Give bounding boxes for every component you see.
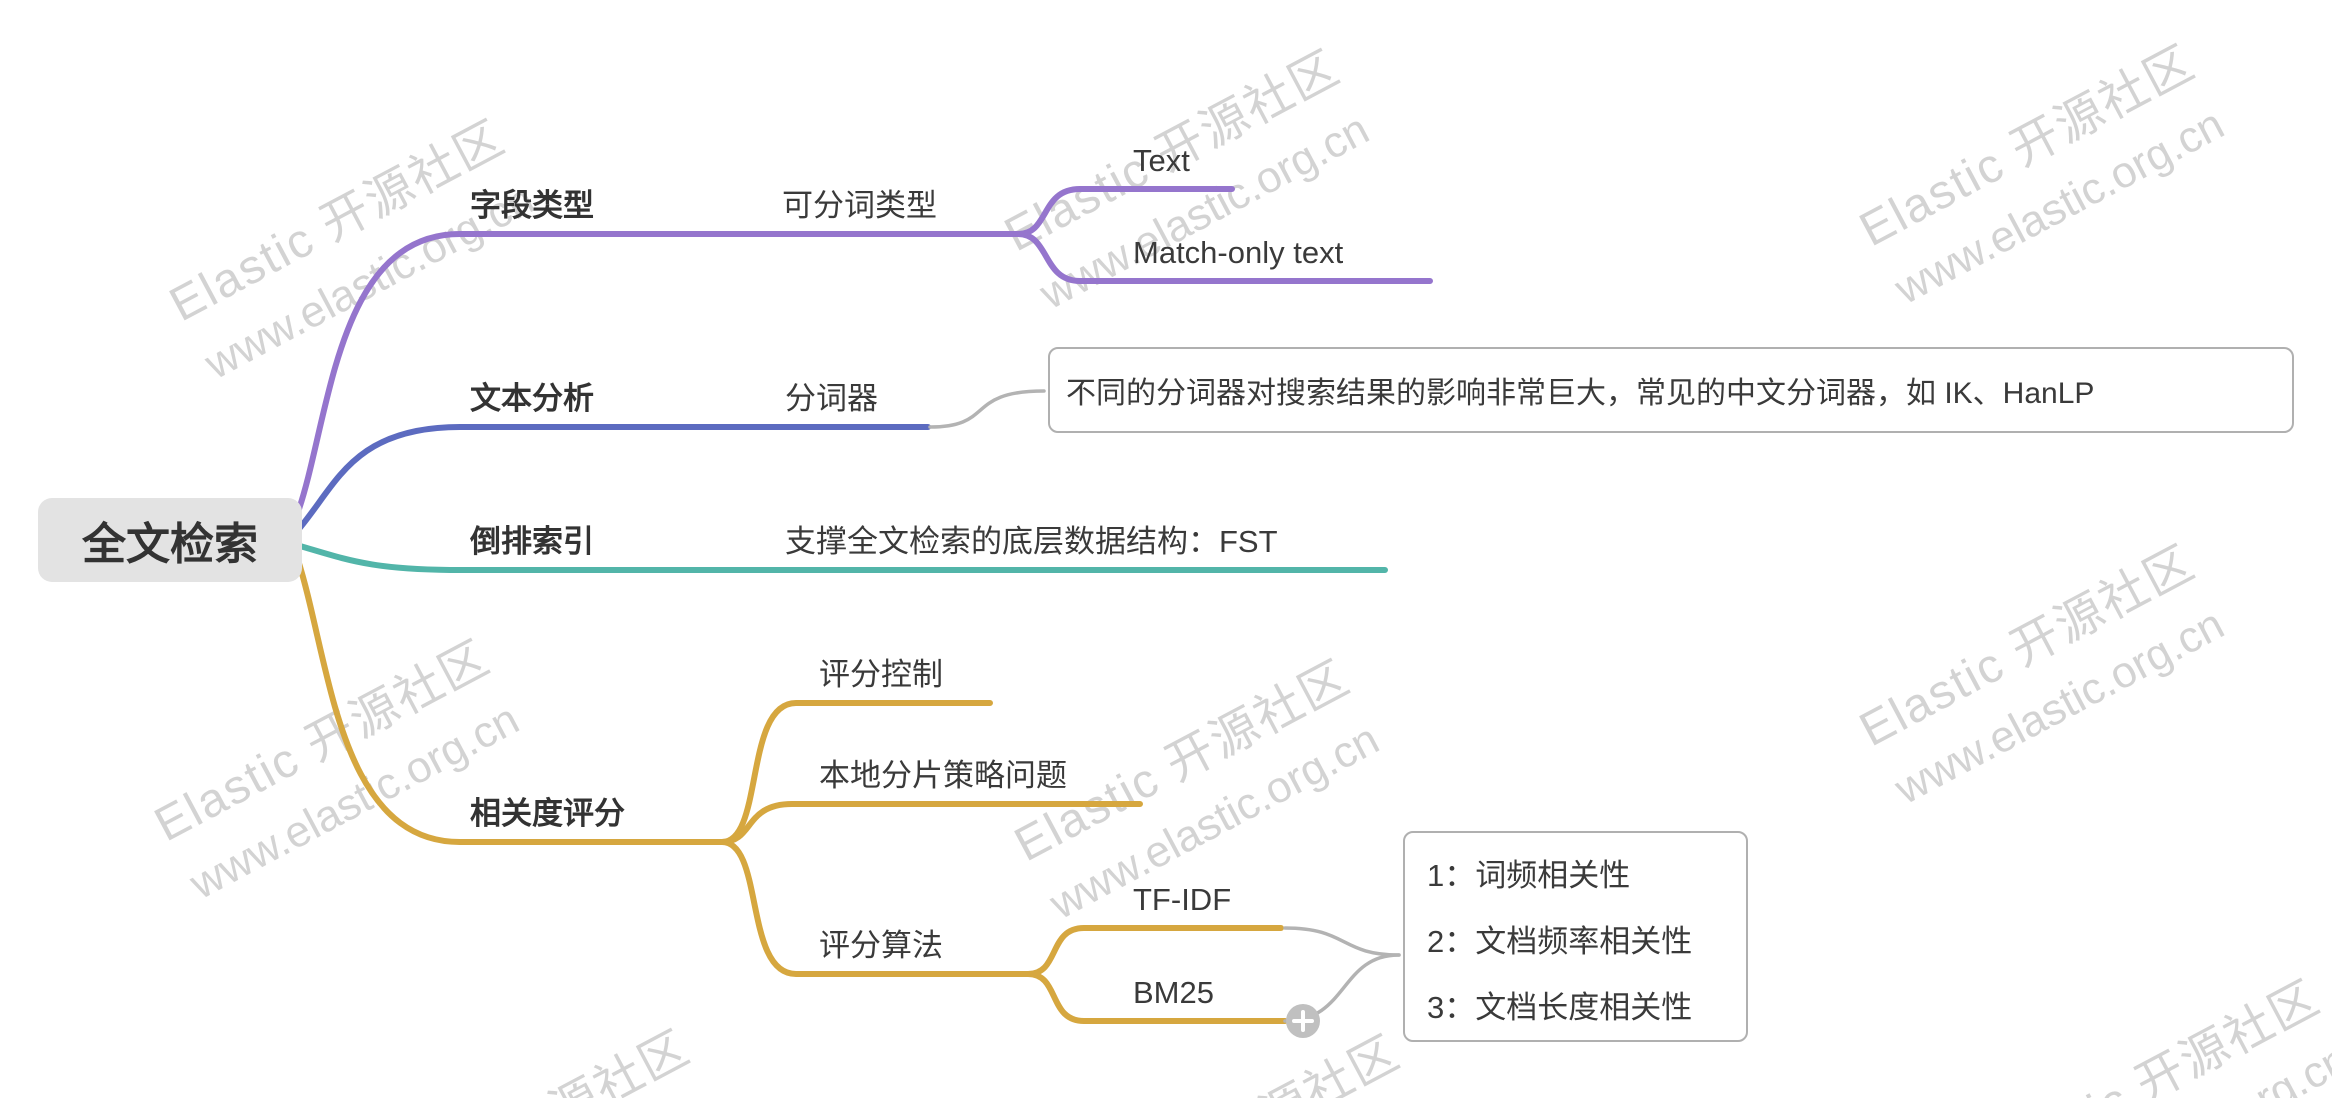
node-inverted-index[interactable]: 倒排索引 xyxy=(470,524,594,559)
note-relevance-factor-2: 2：文档频率相关性 xyxy=(1427,924,1693,959)
node-shard-strategy[interactable]: 本地分片策略问题 xyxy=(819,758,1067,793)
node-relevance-scoring[interactable]: 相关度评分 xyxy=(470,796,625,831)
node-fst[interactable]: 支撑全文检索的底层数据结构：FST xyxy=(785,524,1278,559)
node-score-control[interactable]: 评分控制 xyxy=(819,657,943,692)
branch-field-type-line xyxy=(295,231,1021,515)
child-shard-strategy-line xyxy=(719,801,1143,845)
note-relevance-factor-3: 3：文档长度相关性 xyxy=(1427,990,1693,1025)
root-node[interactable]: 全文检索 xyxy=(38,498,302,582)
node-bm25[interactable]: BM25 xyxy=(1133,975,1214,1010)
node-tokenizable-types[interactable]: 可分词类型 xyxy=(782,188,937,223)
node-text-analysis[interactable]: 文本分析 xyxy=(470,381,594,416)
leaf-text-line xyxy=(1015,186,1235,237)
node-score-algorithm[interactable]: 评分算法 xyxy=(819,928,943,963)
note-tokenizer-comment[interactable]: 不同的分词器对搜索结果的影响非常巨大，常见的中文分词器，如 IK、HanLP xyxy=(1048,347,2294,433)
leaf-tfidf-line xyxy=(1025,925,1284,977)
leaf-bm25-line xyxy=(1025,971,1288,1024)
branch-text-analysis-line xyxy=(295,424,931,533)
branch-relevance-line xyxy=(295,557,725,845)
child-score-control-line xyxy=(719,700,993,845)
note2-connector-top-line xyxy=(1283,926,1401,957)
node-field-type[interactable]: 字段类型 xyxy=(470,188,594,223)
node-text[interactable]: Text xyxy=(1133,143,1190,178)
leaf-match-only-text-line xyxy=(1015,231,1433,284)
note1-connector-line xyxy=(928,389,1046,429)
note-relevance-factors[interactable]: 1：词频相关性 2：文档频率相关性 3：文档长度相关性 xyxy=(1403,831,1748,1042)
node-tfidf[interactable]: TF-IDF xyxy=(1133,882,1232,917)
plus-icon[interactable] xyxy=(1286,1004,1320,1038)
note-relevance-factor-1: 1：词频相关性 xyxy=(1427,858,1631,893)
branch-inverted-index-line xyxy=(297,543,1388,573)
child-score-algorithm-line xyxy=(719,839,1031,977)
node-match-only-text[interactable]: Match-only text xyxy=(1133,235,1344,270)
plus-icon-glyph xyxy=(1292,1010,1314,1032)
node-tokenizer[interactable]: 分词器 xyxy=(785,381,878,416)
